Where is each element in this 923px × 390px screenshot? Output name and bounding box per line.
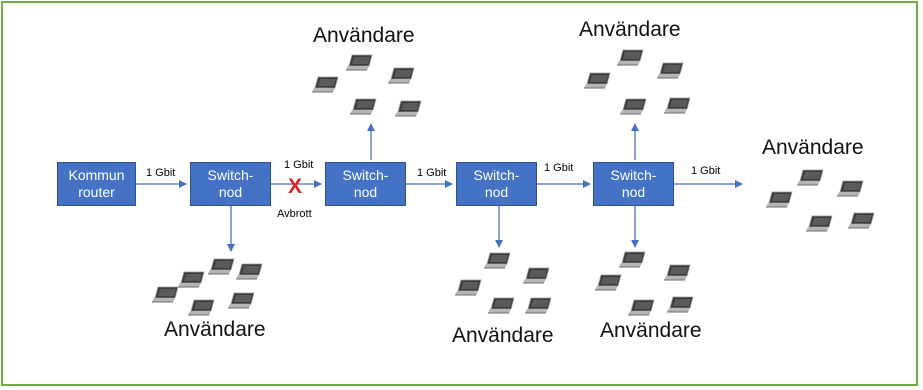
- switch-node-4: Switch- nod: [593, 162, 674, 206]
- switch-node-2: Switch- nod: [325, 162, 406, 206]
- users-label-bottom-1: Användare: [164, 318, 266, 341]
- break-label: Avbrott: [277, 208, 312, 220]
- laptop-icon: [664, 264, 691, 281]
- laptop-icon: [797, 169, 824, 186]
- laptop-icon: [525, 297, 552, 314]
- laptop-icon: [523, 267, 550, 284]
- laptop-icon: [388, 67, 415, 84]
- laptop-icon: [236, 263, 263, 280]
- laptop-icon: [848, 212, 875, 229]
- laptop-icon: [837, 180, 864, 197]
- users-label-bottom-3: Användare: [600, 319, 702, 342]
- laptop-icon: [766, 191, 793, 208]
- laptop-icon: [584, 72, 611, 89]
- laptop-icon: [228, 292, 255, 309]
- laptop-icon: [664, 97, 691, 114]
- laptop-icon: [455, 279, 482, 296]
- switch-node-3: Switch- nod: [456, 162, 537, 206]
- laptop-icon: [152, 286, 179, 303]
- laptop-icon: [667, 296, 694, 313]
- link-label-2: 1 Gbit: [284, 159, 314, 171]
- break-x-icon: X: [288, 175, 303, 198]
- laptop-icon: [312, 76, 339, 93]
- laptop-icon: [208, 258, 235, 275]
- laptop-icon: [350, 98, 377, 115]
- laptop-icon: [657, 62, 684, 79]
- laptop-icon: [395, 100, 422, 117]
- link-label-4: 1 Gbit: [544, 162, 574, 174]
- link-label-5: 1 Gbit: [691, 165, 721, 177]
- users-label-right: Användare: [762, 136, 864, 159]
- users-label-bottom-2: Användare: [452, 324, 554, 347]
- laptop-icon: [488, 297, 515, 314]
- laptop-icon: [620, 98, 647, 115]
- laptop-icon: [346, 54, 373, 71]
- link-label-3: 1 Gbit: [417, 167, 447, 179]
- users-label-top-right: Användare: [579, 18, 681, 41]
- laptop-icon: [619, 251, 646, 268]
- laptop-icon: [617, 49, 644, 66]
- laptop-icon: [806, 215, 833, 232]
- laptop-icon: [628, 299, 655, 316]
- laptop-icon: [178, 271, 205, 288]
- kommun-router-node: Kommun router: [57, 162, 136, 206]
- users-label-top-left: Användare: [313, 24, 415, 47]
- laptop-icon: [188, 299, 215, 316]
- laptop-icon: [484, 252, 511, 269]
- link-label-1: 1 Gbit: [146, 167, 176, 179]
- laptop-icon: [595, 274, 622, 291]
- switch-node-1: Switch- nod: [190, 162, 271, 206]
